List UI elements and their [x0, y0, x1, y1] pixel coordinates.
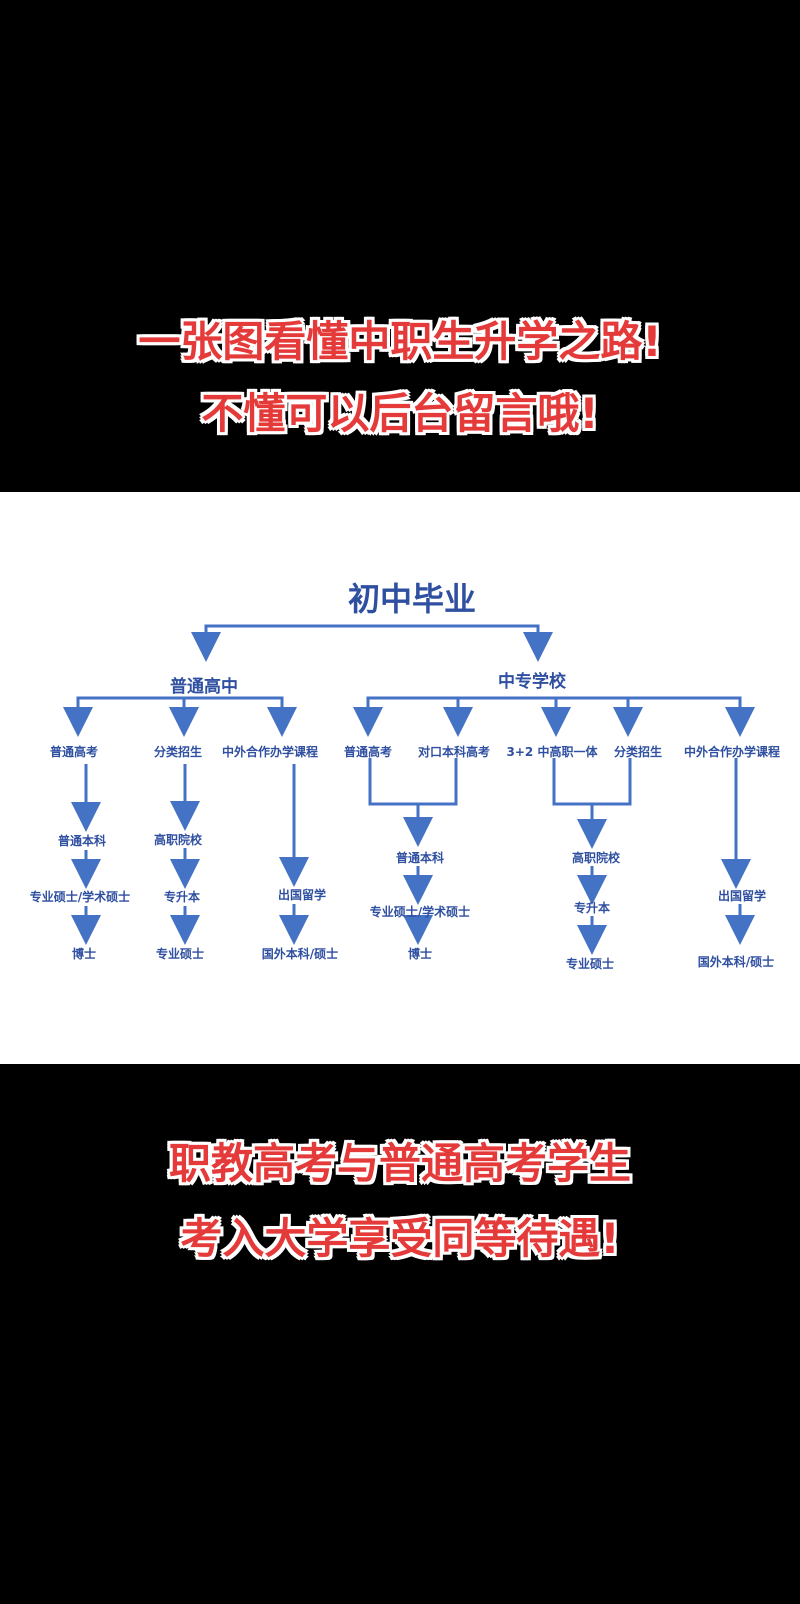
left-col2-step2: 专升本: [164, 889, 200, 904]
left-col1-step1: 普通本科: [58, 833, 106, 848]
left-col1-step3: 博士: [72, 946, 96, 961]
root-node: 初中毕业: [348, 580, 476, 618]
left-path-3: 中外合作办学课程: [222, 744, 318, 759]
headline-bottom-line1: 职教高考与普通高考学生: [168, 1139, 631, 1188]
left-col3-step1: 出国留学: [278, 887, 326, 902]
right-groupB-step1: 高职院校: [572, 850, 621, 865]
left-path-1: 普通高考: [50, 744, 98, 759]
left-col1-step2: 专业硕士/学术硕士: [30, 889, 130, 904]
right-path-5: 中外合作办学课程: [684, 744, 780, 759]
left-col3-step2: 国外本科/硕士: [262, 946, 338, 961]
branch-vocational-school: 中专学校: [498, 671, 567, 692]
right-col5-step2: 国外本科/硕士: [698, 954, 774, 969]
flowchart-panel: 初中毕业 普通高中 中专学校 普通高考 分类招生 中外合作办学课程 普通本科 专…: [0, 492, 800, 1064]
right-col5-step1: 出国留学: [718, 888, 766, 903]
right-groupB-step3: 专业硕士: [566, 956, 614, 971]
right-groupA-step2: 专业硕士/学术硕士: [370, 904, 470, 919]
right-path-3: 3+2 中高职一体: [507, 744, 599, 759]
left-col2-step1: 高职院校: [154, 832, 203, 847]
right-groupA-step3: 博士: [408, 946, 432, 961]
right-path-4: 分类招生: [614, 744, 662, 759]
flowchart-diagram: 初中毕业 普通高中 中专学校 普通高考 分类招生 中外合作办学课程 普通本科 专…: [30, 580, 780, 971]
right-path-2: 对口本科高考: [418, 744, 490, 759]
headline-bottom-line2: 考入大学享受同等待遇!: [180, 1214, 620, 1263]
headline-top-line2: 不懂可以后台留言哦!: [201, 389, 599, 438]
left-path-2: 分类招生: [154, 744, 202, 759]
connector-lines: [63, 624, 755, 955]
right-groupA-step1: 普通本科: [396, 850, 444, 865]
left-col2-step3: 专业硕士: [156, 946, 204, 961]
branch-general-high-school: 普通高中: [170, 676, 238, 697]
right-groupB-step2: 专升本: [574, 900, 610, 915]
right-path-1: 普通高考: [344, 744, 392, 759]
headline-top-line1: 一张图看懂中职生升学之路!: [138, 317, 662, 366]
